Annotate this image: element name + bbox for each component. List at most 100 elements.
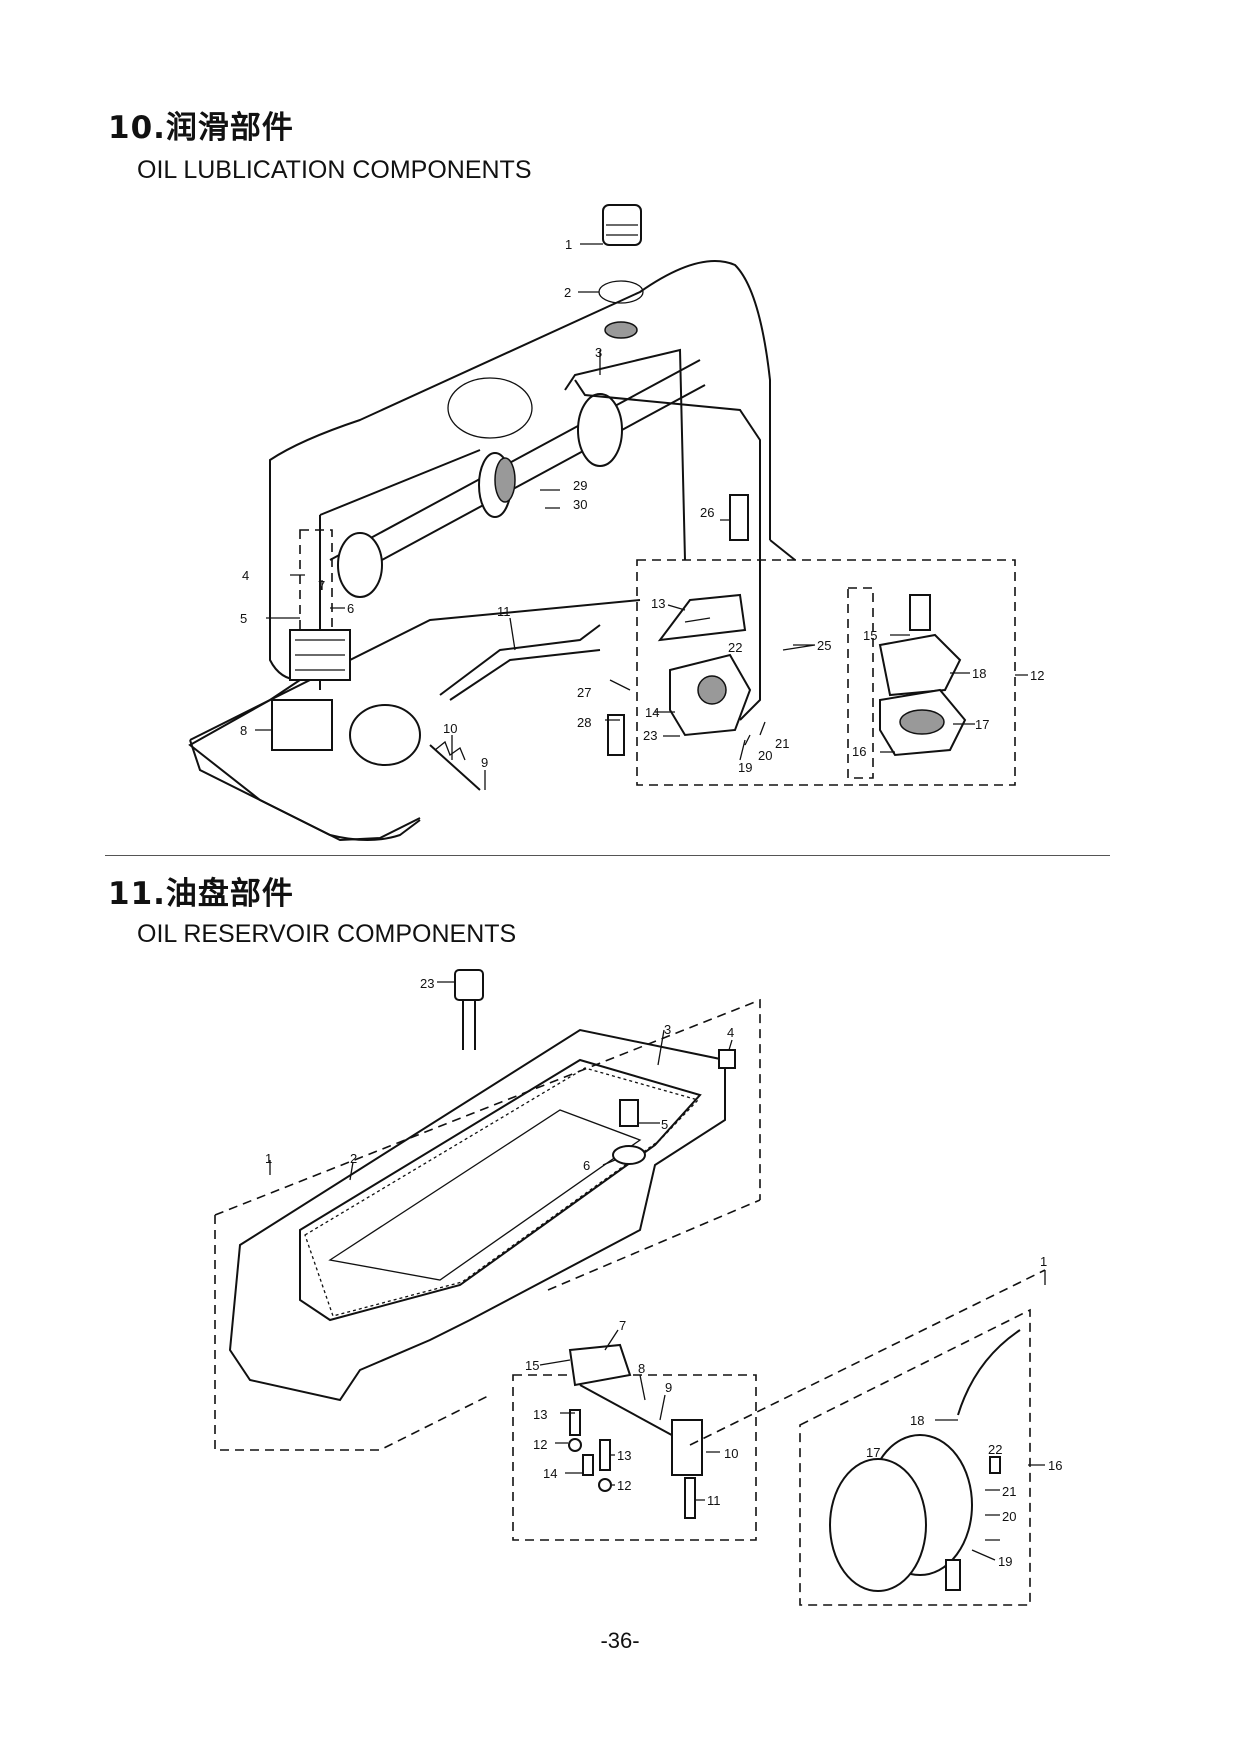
nut-12a — [568, 1438, 582, 1452]
svg-text:13: 13 — [651, 596, 665, 611]
svg-text:9: 9 — [665, 1380, 672, 1395]
lower-bushing — [349, 704, 421, 766]
outlet-19 — [945, 1559, 961, 1591]
part-8 — [271, 699, 333, 751]
plunger-26 — [729, 494, 749, 541]
svg-text:9: 9 — [481, 755, 488, 770]
svg-text:19: 19 — [738, 760, 752, 775]
part-7 — [568, 1343, 632, 1387]
svg-text:21: 21 — [1002, 1484, 1016, 1499]
nut-12b — [598, 1478, 612, 1492]
svg-text:7: 7 — [318, 578, 325, 593]
svg-text:6: 6 — [347, 601, 354, 616]
svg-text:11: 11 — [497, 604, 511, 619]
svg-text:17: 17 — [866, 1445, 880, 1460]
svg-text:13: 13 — [617, 1448, 631, 1463]
svg-text:15: 15 — [863, 628, 877, 643]
filter-screen-17 — [829, 1458, 927, 1592]
shaft-bushing-right — [577, 393, 623, 467]
box-7 — [299, 529, 333, 631]
svg-text:6: 6 — [583, 1158, 590, 1173]
svg-text:16: 16 — [1048, 1458, 1062, 1473]
section10-title-cn: 10.润滑部件 — [108, 110, 294, 146]
box-15 — [512, 1374, 757, 1541]
part-18 — [878, 633, 962, 697]
part-10 — [671, 1419, 703, 1476]
washer-6 — [612, 1145, 646, 1165]
svg-text:28: 28 — [577, 715, 591, 730]
svg-text:7: 7 — [619, 1318, 626, 1333]
part-15 — [909, 594, 931, 631]
svg-text:3: 3 — [595, 345, 602, 360]
section-divider — [105, 855, 1110, 856]
svg-text:15: 15 — [525, 1358, 539, 1373]
svg-text:16: 16 — [852, 744, 866, 759]
screw-22 — [989, 1456, 1001, 1474]
page-number: -36- — [600, 1628, 640, 1653]
bolt-14 — [582, 1454, 594, 1476]
svg-text:23: 23 — [643, 728, 657, 743]
svg-text:20: 20 — [1002, 1509, 1016, 1524]
box-12-inner — [847, 587, 874, 779]
svg-text:20: 20 — [758, 748, 772, 763]
svg-text:18: 18 — [910, 1413, 924, 1428]
part-17-recess — [899, 709, 945, 735]
bolt-4 — [718, 1049, 736, 1069]
machine-arm-outline — [188, 260, 796, 841]
svg-text:11: 11 — [707, 1493, 721, 1508]
svg-text:30: 30 — [573, 497, 587, 512]
svg-text:18: 18 — [972, 666, 986, 681]
svg-text:3: 3 — [664, 1022, 671, 1037]
spring-13a — [569, 1409, 581, 1436]
gear-teeth — [494, 457, 516, 503]
box-12-outer — [636, 559, 1016, 786]
svg-text:1: 1 — [565, 237, 572, 252]
shaft-bushing-left — [337, 532, 383, 598]
svg-text:5: 5 — [661, 1117, 668, 1132]
pan-dashed-outline — [214, 998, 761, 1451]
svg-text:10: 10 — [443, 721, 457, 736]
pump-bracket — [657, 593, 747, 642]
svg-text:12: 12 — [1030, 668, 1044, 683]
pump-gear — [697, 675, 727, 705]
svg-text:25: 25 — [817, 638, 831, 653]
svg-text:26: 26 — [700, 505, 714, 520]
bed-plate — [189, 599, 641, 842]
svg-text:1: 1 — [265, 1151, 272, 1166]
svg-text:5: 5 — [240, 611, 247, 626]
svg-text:12: 12 — [533, 1437, 547, 1452]
arm-shaft — [329, 359, 706, 581]
svg-text:17: 17 — [975, 717, 989, 732]
section10-title-en: OIL LUBLICATION COMPONENTS — [137, 156, 532, 184]
spring-13b — [599, 1439, 611, 1471]
svg-text:12: 12 — [617, 1478, 631, 1493]
svg-text:8: 8 — [638, 1361, 645, 1376]
gasket-2 — [304, 1067, 700, 1317]
svg-text:22: 22 — [728, 640, 742, 655]
svg-text:19: 19 — [998, 1554, 1012, 1569]
svg-text:2: 2 — [564, 285, 571, 300]
oil-tube-11 — [439, 624, 601, 701]
screw-11 — [684, 1477, 696, 1519]
svg-text:2: 2 — [350, 1151, 357, 1166]
section11-title-cn: 11.油盘部件 — [108, 876, 294, 912]
part-28 — [607, 714, 625, 756]
pan-floor — [328, 1109, 642, 1281]
svg-text:8: 8 — [240, 723, 247, 738]
svg-text:13: 13 — [533, 1407, 547, 1422]
svg-text:27: 27 — [577, 685, 591, 700]
svg-text:14: 14 — [645, 705, 659, 720]
svg-text:23: 23 — [420, 976, 434, 991]
svg-text:4: 4 — [242, 568, 249, 583]
svg-text:4: 4 — [727, 1025, 734, 1040]
svg-text:14: 14 — [543, 1466, 557, 1481]
oil-inlet — [604, 321, 638, 339]
magnet-23 — [454, 969, 484, 1001]
arm-top-cover — [447, 377, 533, 439]
part-callouts-11: 23 1 2 3 4 5 6 7 8 9 10 11 12 12 13 13 1… — [265, 976, 1062, 1569]
plug-5 — [619, 1099, 639, 1127]
svg-text:1: 1 — [1040, 1254, 1047, 1269]
pipe-18 — [957, 1329, 1021, 1416]
box-16 — [799, 1308, 1031, 1606]
